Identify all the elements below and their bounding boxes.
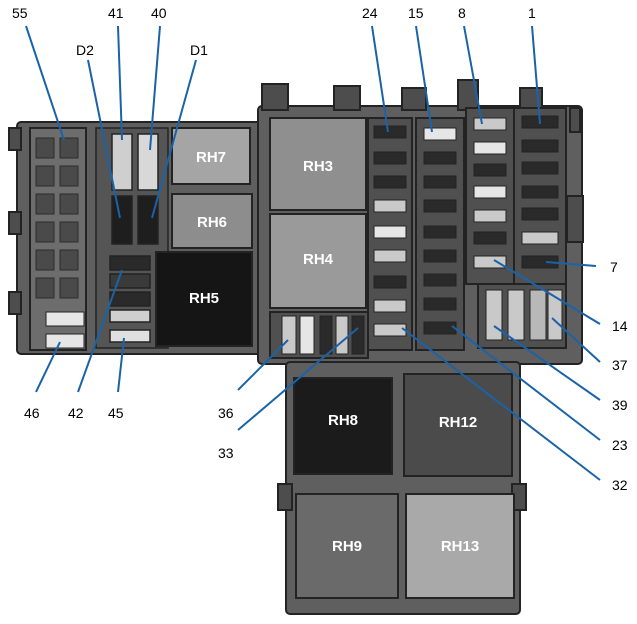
- diode-d1: [137, 195, 159, 245]
- relay-rh4-label: RH4: [303, 251, 334, 268]
- relay-rh6: [171, 193, 253, 249]
- leader-7: [545, 261, 597, 267]
- relay-rh7-label: RH7: [196, 149, 226, 166]
- leader-1: [531, 25, 541, 125]
- fuse-45: [109, 329, 151, 343]
- callout-42: 42: [68, 405, 84, 421]
- relay-rh8-label: RH8: [328, 412, 358, 429]
- leader-46: [35, 341, 61, 393]
- relay-rh6-label: RH6: [197, 214, 227, 231]
- callout-8: 8: [458, 5, 466, 21]
- leader-36: [237, 339, 289, 391]
- callout-41: 41: [108, 5, 124, 21]
- fuse-column-8: [465, 107, 515, 285]
- mount-tab: [569, 107, 581, 133]
- top-clip: [261, 83, 289, 111]
- callout-labels: 55 41 40 D2 D1 24 15 8 1 7 14 37 39 23 3…: [12, 5, 628, 493]
- leader-42: [77, 269, 123, 393]
- callout-15: 15: [408, 5, 424, 21]
- callout-24: 24: [362, 5, 378, 21]
- fuse-column-1: [513, 107, 567, 285]
- callout-36: 36: [218, 405, 234, 421]
- leader-40: [149, 25, 161, 151]
- relay-rh8: [293, 377, 393, 475]
- callout-46: 46: [24, 405, 40, 421]
- leader-14: [493, 259, 601, 325]
- relay-rh3: [269, 117, 367, 211]
- relay-rh12: [403, 373, 513, 477]
- top-clip: [333, 85, 361, 111]
- callout-39: 39: [612, 397, 628, 413]
- relay-rh12-label: RH12: [439, 414, 477, 431]
- leader-45: [117, 337, 125, 393]
- diode-d2: [111, 195, 133, 245]
- callout-7: 7: [610, 259, 618, 275]
- callout-1: 1: [528, 5, 536, 21]
- leader-15: [415, 25, 433, 133]
- leader-33: [237, 327, 359, 431]
- relay-rh5: [155, 251, 253, 347]
- relay-rh13-label: RH13: [441, 538, 479, 555]
- top-clip: [401, 87, 427, 111]
- leader-39: [493, 325, 601, 401]
- callout-33: 33: [218, 445, 234, 461]
- callout-14: 14: [612, 318, 628, 334]
- leader-32: [401, 327, 601, 481]
- mount-tab: [8, 291, 22, 315]
- bottom-fuse-row: [269, 311, 369, 359]
- fuse-39: [507, 289, 525, 341]
- leader-d2: [87, 59, 121, 219]
- fuse-37: [485, 289, 503, 341]
- callout-45: 45: [108, 405, 124, 421]
- mount-tab: [566, 195, 584, 243]
- mount-tab: [277, 483, 293, 511]
- fuse-36: [281, 315, 297, 355]
- leader-24: [371, 25, 389, 133]
- fuse-column-15: [415, 117, 465, 351]
- callout-40: 40: [151, 5, 167, 21]
- leader-55: [25, 25, 65, 141]
- callout-55: 55: [12, 5, 28, 21]
- fuse-33: [351, 315, 365, 355]
- callout-23: 23: [612, 437, 628, 453]
- fuse-column-24: [367, 117, 413, 351]
- leader-37: [551, 317, 601, 363]
- left-connector-block: [29, 127, 87, 351]
- leader-lines: [25, 25, 601, 481]
- fuse-40: [137, 133, 159, 191]
- relay-rh9: [295, 493, 399, 599]
- relay-rh3-label: RH3: [303, 158, 333, 175]
- relay-rh9-label: RH9: [332, 538, 362, 555]
- relay-rh13: [405, 493, 515, 599]
- leader-d1: [151, 59, 197, 219]
- callout-37: 37: [612, 357, 628, 373]
- leader-8: [463, 25, 483, 125]
- relay-rh4: [269, 213, 367, 309]
- leader-41: [117, 25, 123, 141]
- mount-tab: [8, 211, 22, 235]
- relay-rh7: [171, 127, 251, 185]
- callout-32: 32: [612, 477, 628, 493]
- maxi-fuse-block: [477, 283, 567, 349]
- callout-d2: D2: [76, 42, 94, 58]
- fuse-42: [109, 255, 151, 271]
- fuse-41: [111, 133, 133, 191]
- callout-d1: D1: [190, 42, 208, 58]
- relay-rh5-label: RH5: [189, 290, 219, 307]
- leader-23: [451, 325, 601, 441]
- relays: RH7 RH6 RH5 RH3 RH4 RH8 RH12 RH9 RH13: [155, 117, 515, 599]
- mount-tab: [8, 127, 22, 151]
